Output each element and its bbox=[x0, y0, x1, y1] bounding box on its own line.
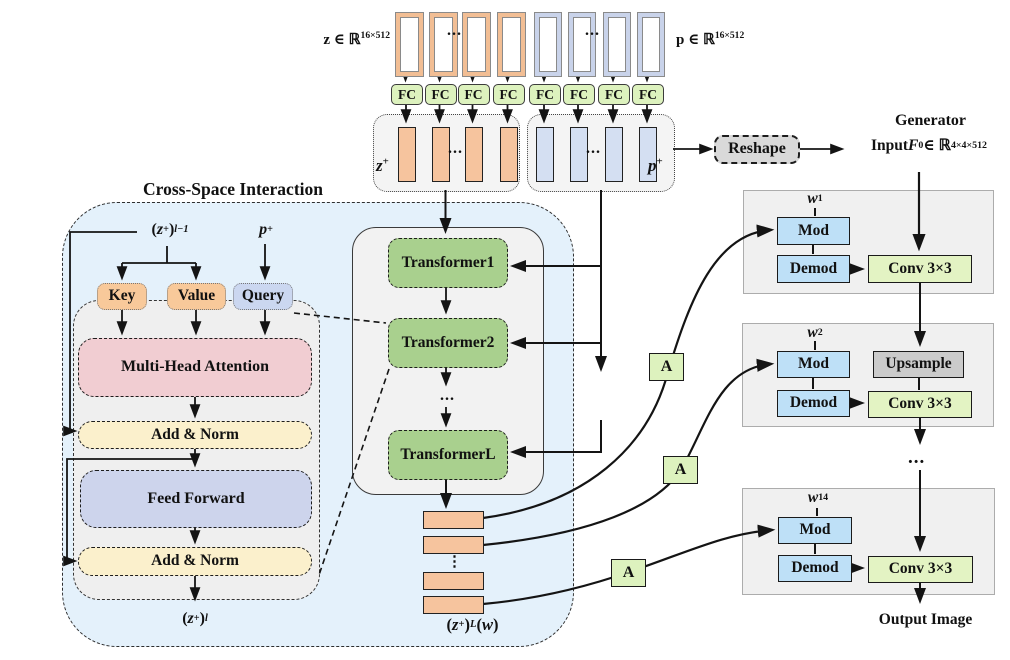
z-prev-label: (z+)l−1 bbox=[151, 220, 189, 238]
fc-layer: FC bbox=[492, 84, 525, 105]
z-latent-bar bbox=[498, 13, 525, 76]
affine-a-box: A bbox=[611, 559, 646, 587]
demod-box-1: Demod bbox=[777, 255, 850, 283]
reshape-box: Reshape bbox=[714, 135, 800, 164]
z-plus-bar bbox=[464, 127, 483, 182]
w-latent-label: (z+)L (w) bbox=[446, 615, 499, 635]
add-norm-box-2: Add & Norm bbox=[78, 547, 312, 576]
p-plus-label: p+ bbox=[648, 155, 663, 175]
ellipsis: ... bbox=[585, 22, 600, 39]
upsample-box: Upsample bbox=[873, 351, 964, 378]
z-plus-bar bbox=[499, 127, 518, 182]
fc-layer: FC bbox=[563, 84, 595, 105]
demod-box-2: Demod bbox=[777, 390, 850, 417]
p-latent-bar bbox=[535, 13, 561, 76]
fc-layer: FC bbox=[529, 84, 561, 105]
p-latent-bar bbox=[604, 13, 630, 76]
p-plus-bar bbox=[639, 127, 657, 182]
z-plus-bar bbox=[398, 127, 416, 182]
transformer1-box: Transformer1 bbox=[388, 238, 508, 288]
p-input-label: p ∈ ℝ16×512 bbox=[676, 30, 745, 48]
ellipsis: ... bbox=[440, 387, 455, 404]
w-latent-bar bbox=[423, 572, 484, 590]
fc-layer: FC bbox=[598, 84, 630, 105]
p-plus-bar bbox=[570, 127, 588, 182]
query-box: Query bbox=[233, 283, 293, 310]
add-norm-box-1: Add & Norm bbox=[78, 421, 312, 449]
transformer2-box: Transformer2 bbox=[388, 318, 508, 368]
conv-box-2: Conv 3×3 bbox=[868, 391, 972, 418]
mod-box-2: Mod bbox=[777, 351, 850, 378]
ellipsis: ... bbox=[448, 140, 463, 157]
p-plus-label-cross: p+ bbox=[259, 220, 273, 238]
cross-space-title: Cross-Space Interaction bbox=[142, 178, 323, 199]
z-latent-bar bbox=[396, 13, 423, 76]
conv-box-1: Conv 3×3 bbox=[868, 255, 972, 283]
fc-layer: FC bbox=[632, 84, 664, 105]
p-latent-bar bbox=[638, 13, 664, 76]
fc-layer: FC bbox=[457, 84, 490, 105]
key-box: Key bbox=[97, 283, 147, 310]
generator-input-label-line1: Generator bbox=[894, 111, 967, 129]
fc-layer: FC bbox=[391, 84, 423, 105]
affine-a-box: A bbox=[663, 456, 698, 484]
z-out-label: (z+)l bbox=[182, 609, 208, 627]
p-plus-bar bbox=[605, 127, 623, 182]
z-input-label: z ∈ ℝ16×512 bbox=[323, 30, 390, 48]
feed-forward-box: Feed Forward bbox=[80, 470, 312, 528]
demod-box-3: Demod bbox=[778, 555, 852, 582]
w-latent-bar bbox=[423, 536, 484, 554]
w-latent-bar bbox=[423, 511, 484, 529]
z-latent-bar bbox=[463, 13, 490, 76]
w-latent-bar bbox=[423, 596, 484, 614]
ellipsis: ... bbox=[586, 140, 601, 157]
mod-box-3: Mod bbox=[778, 517, 852, 544]
mod-box-1: Mod bbox=[777, 217, 850, 245]
z-plus-label: z+ bbox=[376, 155, 389, 175]
affine-a-box: A bbox=[649, 353, 684, 381]
p-plus-bar bbox=[536, 127, 554, 182]
vertical-ellipsis: ⋮ bbox=[447, 554, 462, 570]
generator-ellipsis: ... bbox=[908, 447, 926, 468]
p-latent-bar bbox=[569, 13, 595, 76]
conv-box-3: Conv 3×3 bbox=[868, 556, 973, 583]
fc-layer: FC bbox=[424, 84, 457, 105]
multi-head-attention-box: Multi-Head Attention bbox=[78, 338, 312, 397]
ellipsis: ... bbox=[447, 22, 462, 39]
output-image-label: Output Image bbox=[878, 610, 973, 628]
value-box: Value bbox=[167, 283, 226, 310]
z-latent-bar bbox=[430, 13, 457, 76]
transformerL-box: TransformerL bbox=[388, 430, 508, 480]
z-plus-bar bbox=[431, 127, 450, 182]
